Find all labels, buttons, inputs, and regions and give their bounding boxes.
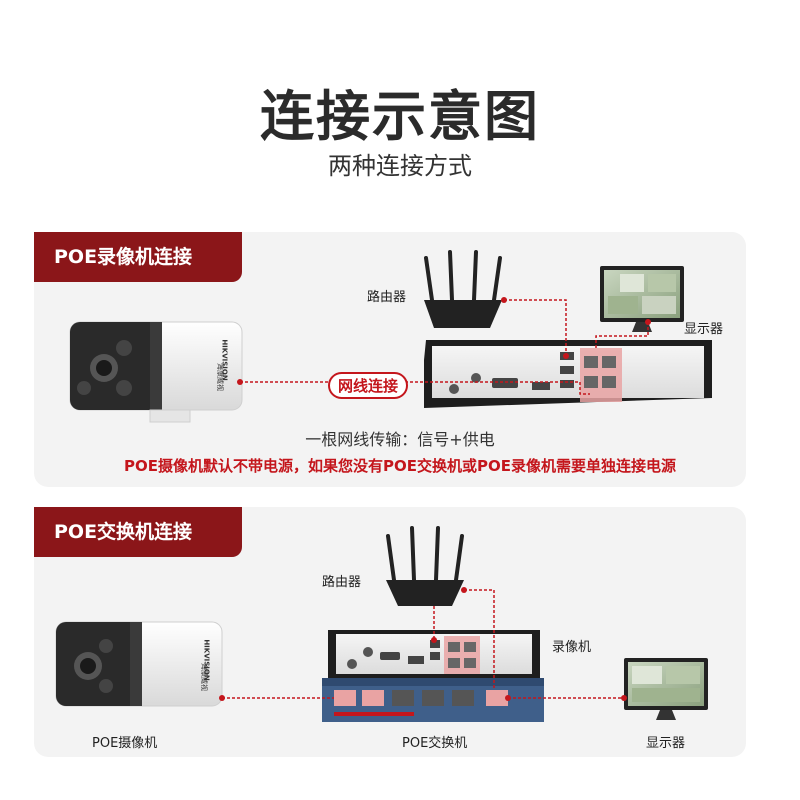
router-1-icon [424,250,502,328]
cable-connection-label: 网线连接 [328,372,409,399]
camera-2-brand-cn: 海康威视 [200,663,208,691]
connection-lines-1 [240,299,649,395]
router-2-icon [386,526,464,606]
poe-switch-label: POE交换机 [402,736,468,751]
power-note: POE摄像机默认不带电源，如果您没有POE交换机或POE录像机需要单独连接电源 [124,457,676,475]
page-subtitle: 两种连接方式 [328,152,472,180]
nvr-1-icon [424,340,712,408]
monitor-1-label: 显示器 [684,322,724,337]
camera-1-brand-cn: 海康威视 [216,363,224,391]
section-tag-poe-switch: POE交换机连接 [34,507,242,557]
recorder-label: 录像机 [552,640,592,655]
camera-1-icon [69,321,243,423]
connection-dots-2 [219,587,627,701]
monitor-2-icon [624,658,708,720]
poe-camera-label: POE摄像机 [92,736,158,751]
poe-switch-icon [322,678,544,722]
router-2-label: 路由器 [322,575,362,590]
camera-2-icon [55,621,223,707]
section-tag-poe-nvr: POE录像机连接 [34,232,242,282]
page-title: 连接示意图 [260,85,540,148]
connection-lines-2 [222,589,624,699]
router-1-label: 路由器 [367,290,407,305]
monitor-2-label: 显示器 [646,736,686,751]
connection-dots-1 [237,297,651,385]
cable-description: 一根网线传输：信号+供电 [305,430,495,449]
monitor-1-icon [600,266,684,332]
